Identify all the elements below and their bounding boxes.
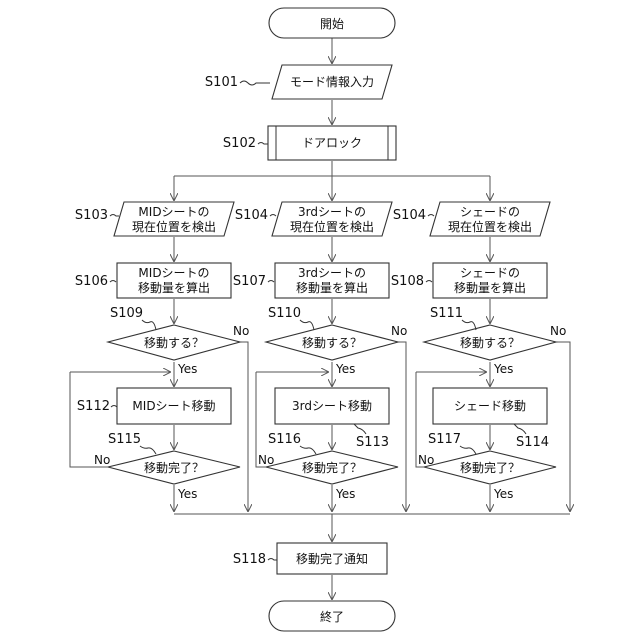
step-s111: S111 xyxy=(430,306,463,321)
end-label: 終了 xyxy=(320,609,344,624)
mode-input-node: モード情報入力 xyxy=(272,65,392,99)
step-s104-b: S104 xyxy=(393,208,426,223)
mid-no-label: No xyxy=(233,324,249,338)
step-s106: S106 xyxy=(75,274,108,289)
third-done-decision: 移動完了？ xyxy=(266,451,398,484)
step-s113: S113 xyxy=(356,435,389,450)
shade-move-node: シェード移動 xyxy=(433,388,547,424)
shade-yes-label: Yes xyxy=(493,362,513,376)
shade-move-label: シェード移動 xyxy=(454,399,526,413)
step-s112: S112 xyxy=(77,399,110,414)
shade-done-yes-label: Yes xyxy=(493,487,513,501)
step-s101: S101 xyxy=(205,75,238,90)
shade-calc-line2: 移動量を算出 xyxy=(454,280,526,295)
third-move-decision-label: 移動する？ xyxy=(302,336,362,350)
step-s117: S117 xyxy=(428,432,461,447)
step-s118: S118 xyxy=(233,552,266,567)
mid-done-decision: 移動完了？ xyxy=(108,451,240,484)
step-s104-a: S104 xyxy=(235,208,268,223)
mid-done-decision-label: 移動完了？ xyxy=(144,460,204,475)
third-yes-label: Yes xyxy=(335,362,355,376)
mid-move-label: MIDシート移動 xyxy=(132,399,215,413)
door-lock-node: ドアロック xyxy=(268,126,396,160)
shade-detect-line2: 現在位置を検出 xyxy=(448,219,532,234)
mid-move-decision: 移動する？ xyxy=(108,325,240,360)
mid-detect-line2: 現在位置を検出 xyxy=(132,219,216,234)
mid-move-decision-label: 移動する？ xyxy=(144,336,204,350)
mid-detect-line1: MIDシートの xyxy=(138,205,209,219)
shade-move-decision-label: 移動する？ xyxy=(460,336,520,350)
mode-input-label: モード情報入力 xyxy=(290,75,374,89)
step-s103: S103 xyxy=(75,208,108,223)
step-s114: S114 xyxy=(516,435,549,450)
shade-calc-line1: シェードの xyxy=(460,266,520,280)
third-move-decision: 移動する？ xyxy=(266,325,398,360)
third-move-label: 3rdシート移動 xyxy=(292,399,372,413)
step-s109: S109 xyxy=(110,306,143,321)
shade-done-no-label: No xyxy=(418,453,434,467)
mid-calc-line2: 移動量を算出 xyxy=(138,280,210,295)
mid-yes-label: Yes xyxy=(177,362,197,376)
step-s116: S116 xyxy=(268,432,301,447)
shade-detect-line1: シェードの xyxy=(460,205,520,219)
third-detect-node: 3rdシートの 現在位置を検出 xyxy=(272,202,392,236)
step-s102: S102 xyxy=(223,136,256,151)
step-s107: S107 xyxy=(233,274,266,289)
shade-no-label: No xyxy=(550,324,566,338)
third-calc-line2: 移動量を算出 xyxy=(296,280,368,295)
mid-detect-node: MIDシートの 現在位置を検出 xyxy=(114,202,234,236)
third-move-node: 3rdシート移動 xyxy=(275,388,389,424)
third-done-decision-label: 移動完了？ xyxy=(302,460,362,475)
third-calc-node: 3rdシートの 移動量を算出 xyxy=(275,263,389,298)
step-s115: S115 xyxy=(108,432,141,447)
mid-done-no-label: No xyxy=(94,453,110,467)
shade-move-decision: 移動する？ xyxy=(424,325,556,360)
connectors xyxy=(70,38,570,599)
third-detect-line2: 現在位置を検出 xyxy=(290,219,374,234)
third-no-label: No xyxy=(391,324,407,338)
step-s108: S108 xyxy=(391,274,424,289)
start-label: 開始 xyxy=(320,17,344,31)
step-s110: S110 xyxy=(268,306,301,321)
end-terminator: 終了 xyxy=(269,601,395,631)
shade-done-decision: 移動完了？ xyxy=(424,451,556,484)
mid-done-yes-label: Yes xyxy=(177,487,197,501)
third-calc-line1: 3rdシートの xyxy=(298,266,366,280)
third-done-yes-label: Yes xyxy=(335,487,355,501)
mid-calc-line1: MIDシートの xyxy=(138,266,209,280)
mid-calc-node: MIDシートの 移動量を算出 xyxy=(117,263,231,298)
third-detect-line1: 3rdシートの xyxy=(298,205,366,219)
notify-label: 移動完了通知 xyxy=(296,551,368,566)
third-done-no-label: No xyxy=(258,453,274,467)
door-lock-label: ドアロック xyxy=(302,136,362,150)
notify-node: 移動完了通知 xyxy=(277,543,387,574)
shade-calc-node: シェードの 移動量を算出 xyxy=(433,263,547,298)
mid-move-node: MIDシート移動 xyxy=(117,388,231,424)
start-terminator: 開始 xyxy=(269,8,395,38)
shade-detect-node: シェードの 現在位置を検出 xyxy=(430,202,550,236)
shade-done-decision-label: 移動完了？ xyxy=(460,460,520,475)
